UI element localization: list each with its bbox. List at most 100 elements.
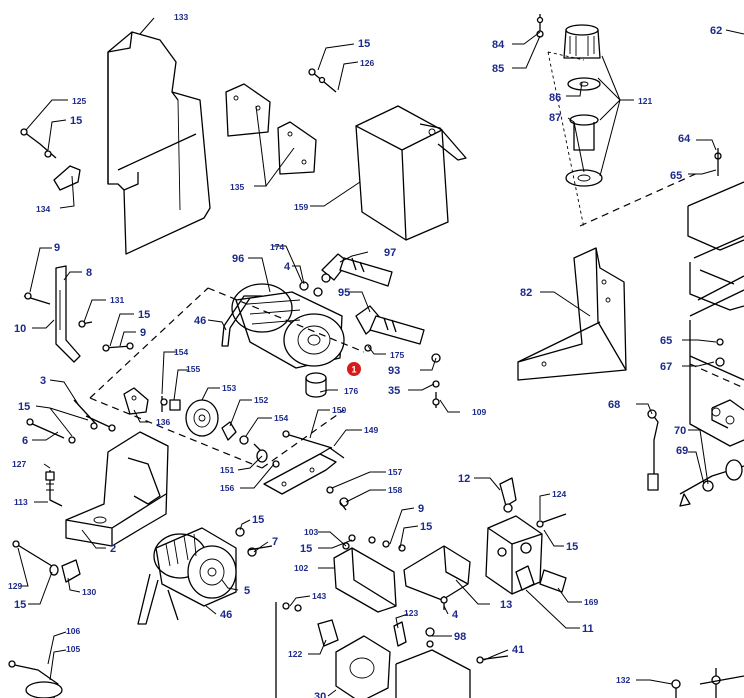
bolt-126 (308, 68, 337, 93)
label-129: 129 (8, 581, 22, 591)
bracket-102 (333, 534, 471, 613)
label-2: 2 (110, 543, 116, 555)
engine-block (687, 148, 744, 447)
fitting-132 (671, 668, 744, 698)
bracket-82 (517, 247, 627, 381)
label-105: 105 (66, 644, 80, 654)
label-9: 9 (140, 327, 146, 339)
label-96: 96 (232, 253, 244, 265)
routing-line-3 (261, 409, 345, 469)
belt-46-upper (221, 295, 262, 347)
hose-95 (355, 305, 441, 408)
pump-plate-122 (275, 596, 509, 698)
label-64: 64 (678, 133, 691, 145)
label-106: 106 (66, 626, 80, 636)
callout-labels: 133 15 126 125 15 134 135 159 84 85 86 8… (8, 12, 722, 698)
leader-lines (17, 17, 744, 697)
routing-line-4 (207, 287, 365, 353)
label-7: 7 (272, 536, 278, 548)
label-67: 67 (660, 361, 672, 373)
label-15: 15 (566, 541, 578, 553)
label-125: 125 (72, 96, 86, 106)
label-133: 133 (174, 12, 188, 22)
label-46: 46 (194, 315, 206, 327)
label-113: 113 (14, 497, 28, 507)
label-5: 5 (244, 585, 250, 597)
label-121: 121 (638, 96, 652, 106)
strap-8 (23, 265, 134, 363)
bolt-129 (12, 540, 81, 583)
label-46: 46 (220, 609, 232, 621)
label-12: 12 (458, 473, 470, 485)
label-15: 15 (358, 38, 370, 50)
label-10: 10 (14, 323, 26, 335)
belt-46-lower (137, 573, 179, 625)
label-70: 70 (674, 425, 686, 437)
label-3: 3 (40, 375, 46, 387)
label-97: 97 (384, 247, 396, 259)
bracket-135 (225, 83, 317, 175)
label-174: 174 (270, 242, 284, 252)
label-150: 150 (332, 405, 346, 415)
label-124: 124 (552, 489, 566, 499)
label-15: 15 (138, 309, 150, 321)
label-41: 41 (512, 644, 524, 656)
label-30: 30 (314, 691, 326, 698)
bracket-2 (26, 399, 169, 547)
label-11: 11 (582, 623, 594, 635)
label-131: 131 (110, 295, 124, 305)
label-15: 15 (70, 115, 82, 127)
label-85: 85 (492, 63, 504, 75)
routing-line-1 (89, 287, 209, 399)
label-86: 86 (549, 92, 561, 104)
label-157: 157 (388, 467, 402, 477)
label-6: 6 (22, 435, 28, 447)
label-82: 82 (520, 287, 532, 299)
label-135: 135 (230, 182, 244, 192)
label-98: 98 (454, 631, 466, 643)
label-153: 153 (222, 383, 236, 393)
valve-block-13 (485, 477, 567, 595)
label-134: 134 (36, 204, 50, 214)
marker-badge-number: 1 (351, 365, 356, 375)
label-95: 95 (338, 287, 350, 299)
label-15: 15 (300, 543, 312, 555)
shroud-133 (107, 31, 211, 255)
cover-159 (355, 105, 467, 241)
filter-121 (536, 14, 603, 229)
label-123: 123 (404, 608, 418, 618)
label-151: 151 (220, 465, 234, 475)
label-103: 103 (304, 527, 318, 537)
label-84: 84 (492, 39, 505, 51)
bolt-127 (45, 470, 63, 507)
label-15: 15 (252, 514, 264, 526)
label-155: 155 (186, 364, 200, 374)
label-127: 127 (12, 459, 26, 469)
hose-97 (321, 253, 393, 287)
label-169: 169 (584, 597, 598, 607)
label-15: 15 (14, 599, 26, 611)
label-136: 136 (156, 417, 170, 427)
label-9: 9 (54, 242, 60, 254)
label-122: 122 (288, 649, 302, 659)
label-154: 154 (274, 413, 288, 423)
label-159: 159 (294, 202, 308, 212)
label-65: 65 (670, 170, 682, 182)
label-13: 13 (500, 599, 512, 611)
label-4: 4 (452, 609, 459, 621)
label-15: 15 (420, 521, 432, 533)
label-102: 102 (294, 563, 308, 573)
routing-line-2 (89, 397, 263, 469)
label-93: 93 (388, 365, 400, 377)
label-176: 176 (344, 386, 358, 396)
marker-badge: 1 (347, 362, 361, 376)
label-175: 175 (390, 350, 404, 360)
label-62: 62 (710, 25, 722, 37)
label-143: 143 (312, 591, 326, 601)
label-35: 35 (388, 385, 400, 397)
label-109: 109 (472, 407, 486, 417)
label-130: 130 (82, 587, 96, 597)
label-8: 8 (86, 267, 92, 279)
label-149: 149 (364, 425, 378, 435)
